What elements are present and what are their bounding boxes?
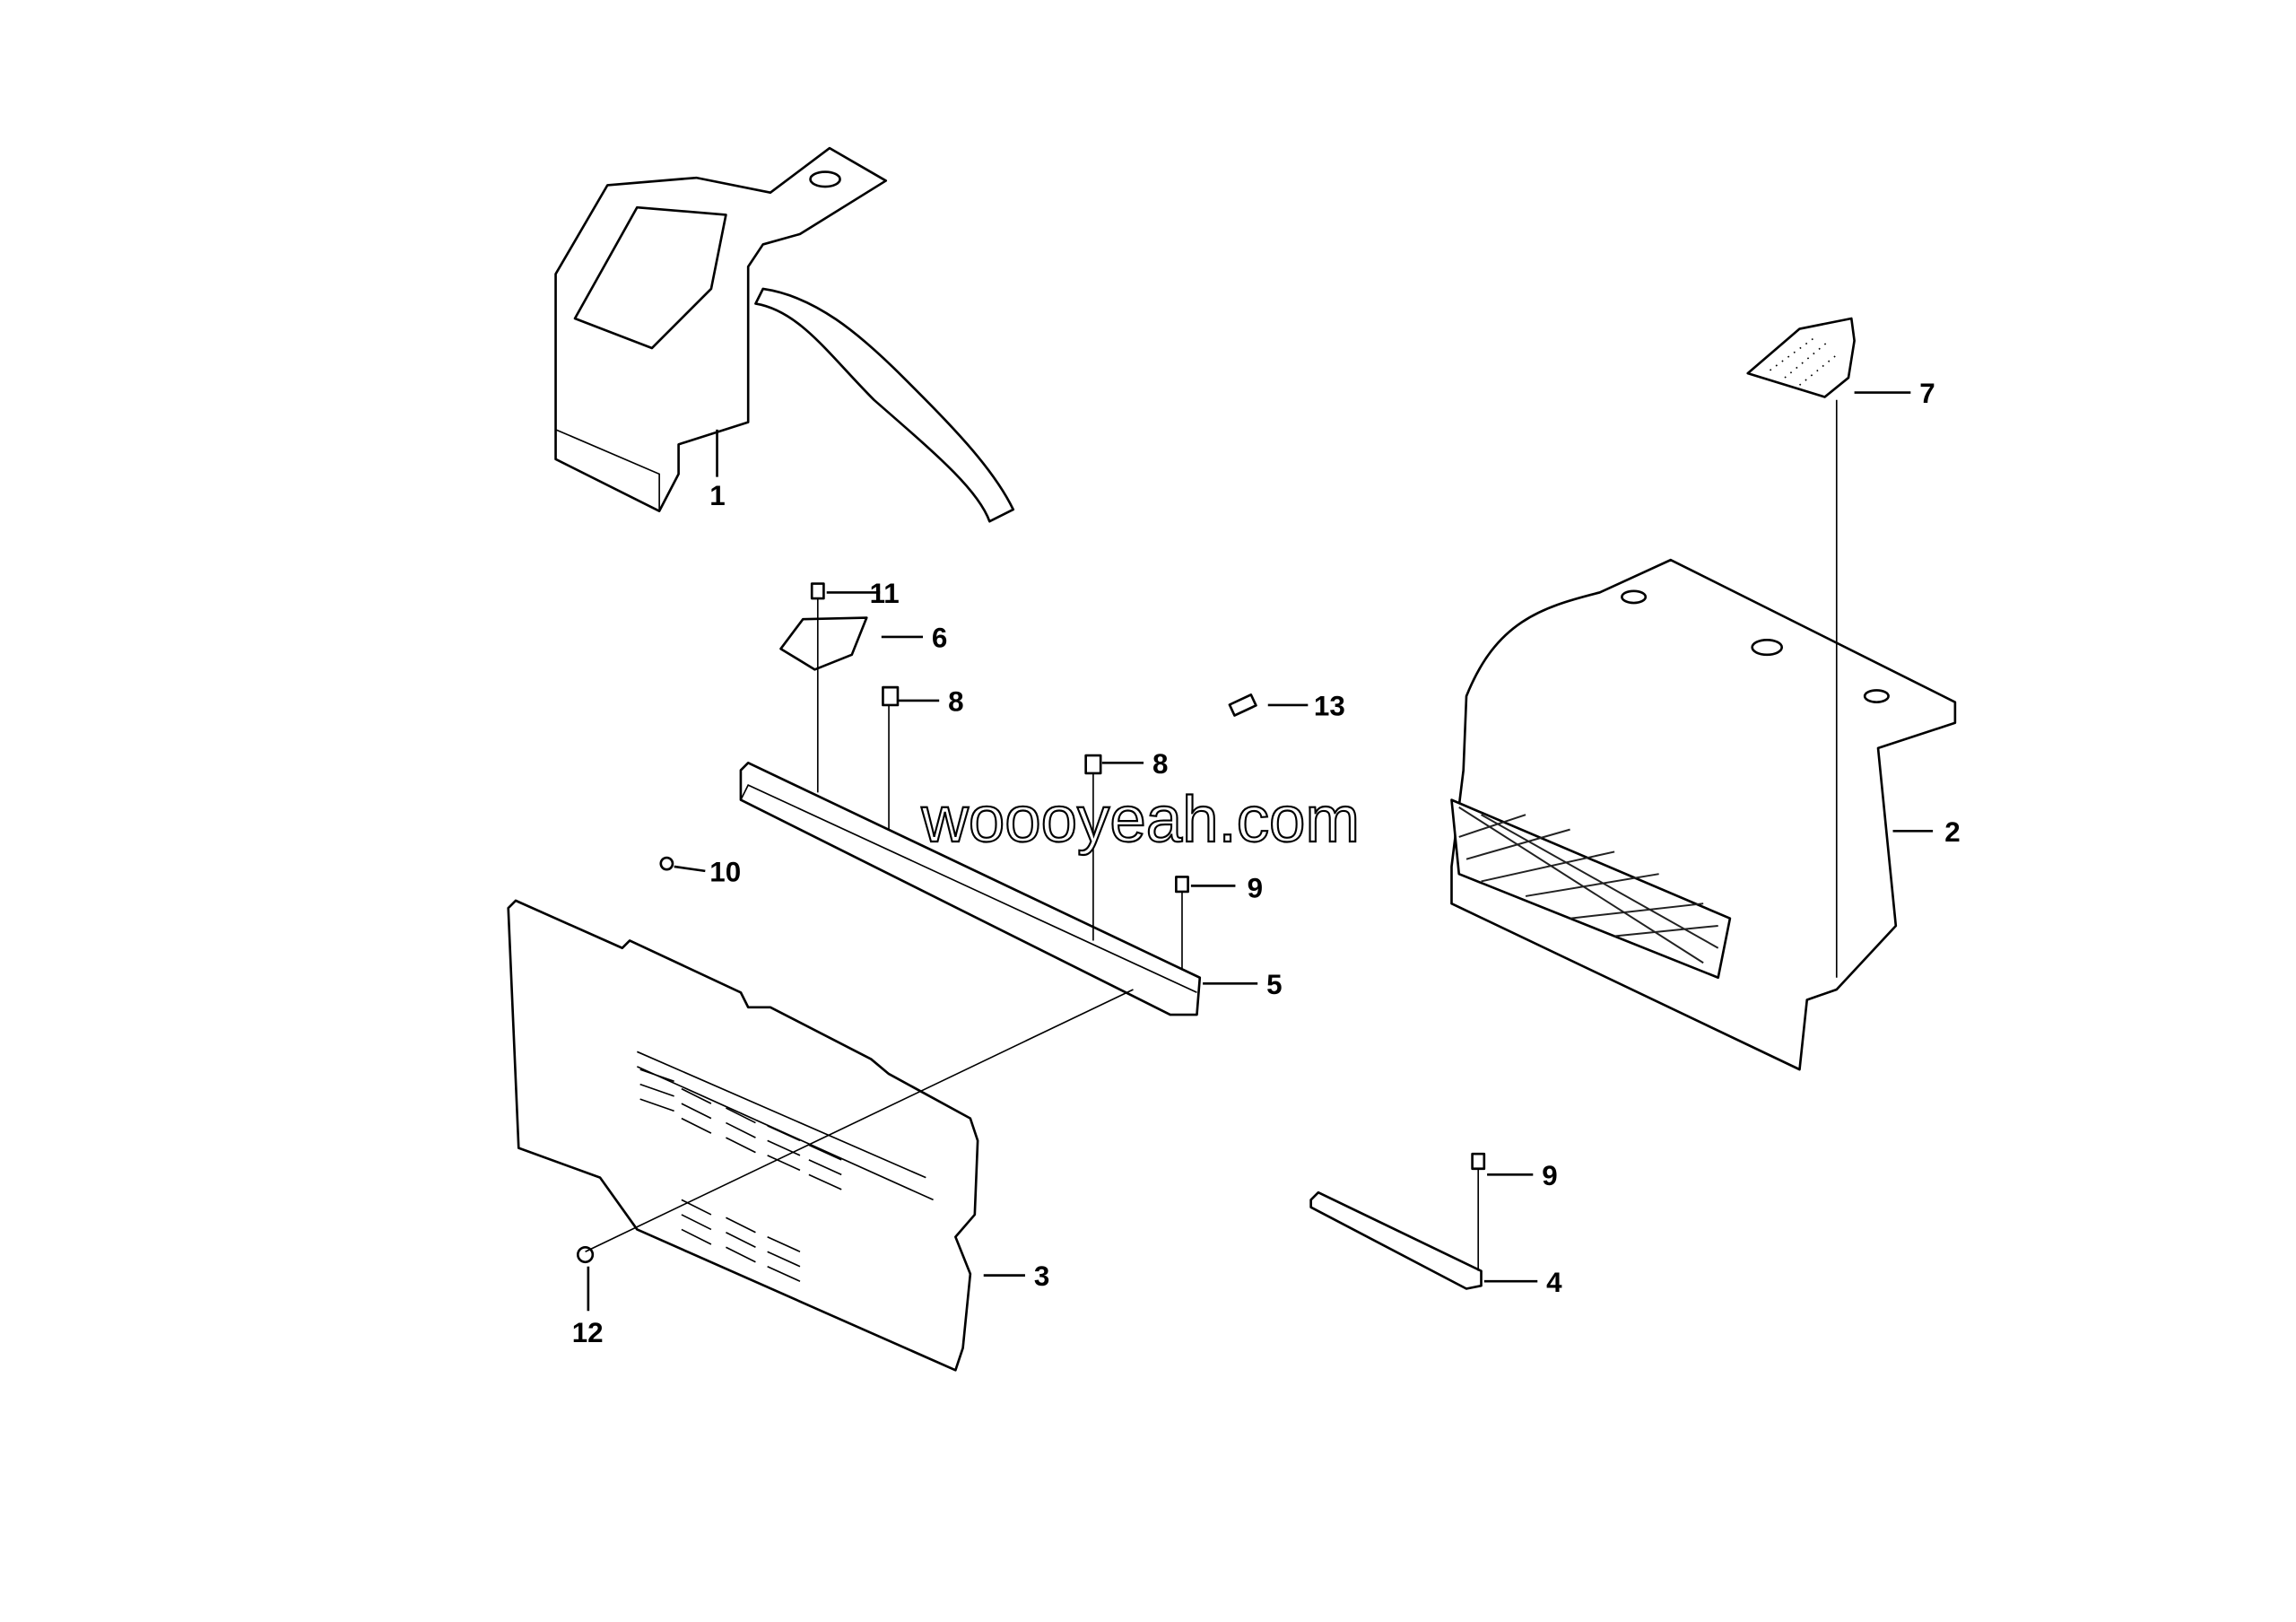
part-7-mat	[1746, 317, 1856, 398]
callout-1: 1	[709, 480, 725, 511]
callout-4: 4	[1546, 1267, 1562, 1298]
callout-9-upper: 9	[1248, 873, 1263, 904]
callout-10: 10	[709, 856, 741, 887]
callout-3: 3	[1034, 1260, 1049, 1292]
callout-13: 13	[1314, 691, 1345, 722]
callout-6: 6	[932, 623, 947, 654]
part-5-bracket	[739, 762, 1202, 1016]
watermark: woooyeah.com	[920, 783, 1360, 856]
callout-2: 2	[1944, 816, 1960, 848]
part-6-plate	[779, 616, 868, 671]
part-2-cover	[1450, 558, 1957, 1071]
callout-12: 12	[572, 1317, 604, 1348]
callout-8-lower: 8	[1152, 748, 1168, 780]
part-1-shroud	[554, 146, 1015, 523]
part-3-panel	[507, 899, 979, 1372]
callout-5: 5	[1266, 969, 1282, 1000]
callout-9-lower: 9	[1542, 1160, 1557, 1191]
callout-8-upper: 8	[948, 686, 963, 718]
callout-7: 7	[1919, 378, 1935, 409]
callout-11: 11	[870, 578, 900, 609]
part-4-strip	[1309, 1190, 1483, 1290]
leader-lines	[585, 391, 1934, 1312]
fasteners	[576, 582, 1486, 1264]
